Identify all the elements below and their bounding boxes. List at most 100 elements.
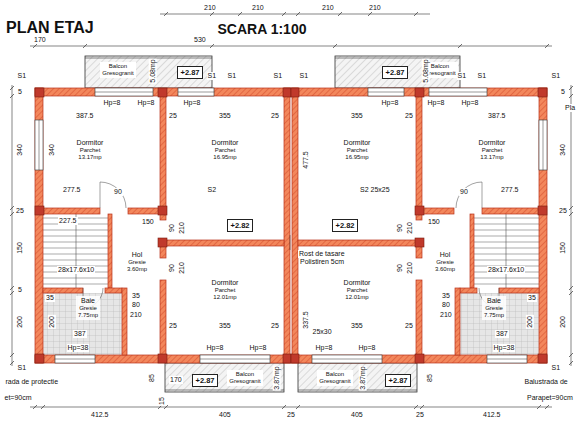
node-text: 13.17mp <box>479 154 506 161</box>
stair-tread <box>43 230 108 231</box>
wall <box>35 88 43 363</box>
dimension-label: 477.5 <box>302 150 310 170</box>
dimension-tick <box>569 291 573 295</box>
node-text: Parchet <box>212 287 239 294</box>
room-label: DormitorParchet16.95mp <box>210 138 241 162</box>
window-glass <box>487 359 527 360</box>
room-label: DormitorParchet13.17mp <box>477 138 508 162</box>
balcony-label: BalconGresogranit <box>317 370 352 386</box>
node-text: Baie <box>78 297 98 305</box>
dimension-label: S1 <box>551 364 562 372</box>
dimension-label: S1 <box>457 72 468 80</box>
node-text: 12.01mp <box>212 294 239 301</box>
dimension-label: 80 <box>131 301 141 309</box>
dimension-label: 5.08mp <box>421 58 429 83</box>
node-text: +2.87 <box>196 376 215 385</box>
dimension-tick <box>10 353 14 357</box>
stair-tread <box>43 242 108 243</box>
window <box>487 355 527 363</box>
dimension-label: 85 <box>426 373 434 383</box>
dimension-label: 340 <box>559 143 567 157</box>
dimension-tick <box>569 286 573 290</box>
dimension-tick <box>10 212 14 216</box>
scale-label: SCARA 1:100 <box>217 21 308 37</box>
dimension-label: Rost de tasare <box>298 250 346 258</box>
node-text: 12.01mp <box>344 294 371 301</box>
dimension-label: 200 <box>16 315 24 329</box>
wall <box>128 208 160 214</box>
dimension-label: 25 <box>15 207 25 215</box>
stair-tread <box>474 284 539 285</box>
dimension-tick <box>420 405 424 409</box>
dimension-tick <box>282 12 286 16</box>
stair-tread <box>43 236 108 237</box>
dimension-label: 35 <box>527 294 537 302</box>
dimension-tick <box>296 405 300 409</box>
dimension-tick <box>33 405 37 409</box>
dimension-label: Pla <box>564 104 576 112</box>
wall <box>105 288 122 293</box>
window <box>35 120 43 170</box>
dimension-label: 355 <box>350 322 364 330</box>
window-glass <box>312 359 382 360</box>
node-text: +2.82 <box>231 221 250 230</box>
column <box>158 354 167 363</box>
column <box>415 206 424 215</box>
bath-tiles <box>460 293 539 355</box>
dimension-tick <box>569 212 573 216</box>
dimension-label: 387 <box>495 330 509 338</box>
dimension-label: 80 <box>441 301 451 309</box>
window-glass <box>200 359 270 360</box>
dimension-label: 90 <box>113 188 123 196</box>
level-mark: +2.87 <box>192 374 219 387</box>
dimension-label: S1 <box>17 72 28 80</box>
wall <box>455 288 460 355</box>
dimension-tick <box>569 86 573 90</box>
dimension-label: 3.87mp <box>358 365 366 390</box>
dimension-label: 25 <box>168 322 178 330</box>
dimension-tick <box>10 286 14 290</box>
node-text: +2.82 <box>336 221 355 230</box>
dimension-label: 405 <box>218 411 232 419</box>
node-text: 13.17mp <box>77 154 104 161</box>
window-glass <box>39 120 40 170</box>
dimension-label: Balustrada de <box>524 378 569 386</box>
window-glass <box>368 92 404 93</box>
stair-tread <box>43 254 108 255</box>
dimension-tick <box>83 44 87 48</box>
window <box>200 355 270 363</box>
dimension-tick <box>10 86 14 90</box>
dimension-tick <box>333 44 337 48</box>
node-text: 3.60mp <box>127 266 147 273</box>
dimension-label: 277.5 <box>500 186 520 194</box>
node-text: Hol <box>127 251 147 259</box>
dimension-tick <box>545 405 549 409</box>
column <box>415 88 424 97</box>
node-text: Dormitor <box>479 139 506 147</box>
dimension-label: Parapet=90cm <box>526 394 574 402</box>
dimension-label: Hp=8 <box>461 99 480 107</box>
node-text: Gresie <box>484 305 504 312</box>
dimension-line <box>30 407 552 408</box>
dimension-label: 412.5 <box>482 411 502 419</box>
node-text: 16.95mp <box>212 154 239 161</box>
dimension-label: 3.87mp <box>272 365 280 390</box>
dimension-label: 90 <box>396 223 404 233</box>
dimension-line <box>12 85 13 366</box>
dimension-label: 90 <box>168 223 176 233</box>
window <box>539 120 547 170</box>
dimension-label: 530 <box>193 36 207 44</box>
dimension-label: Hp=8 <box>358 344 377 352</box>
node-text: Gresogranit <box>102 70 133 77</box>
dimension-label: S1 <box>273 72 284 80</box>
wall <box>284 88 290 363</box>
dimension-label: 150 <box>16 241 24 255</box>
room-label: DormitorParchet13.17mp <box>75 138 106 162</box>
leader-line <box>290 235 291 250</box>
dimension-label: 340 <box>16 143 24 157</box>
node-text: Gresogranit <box>319 378 350 385</box>
column <box>538 206 547 215</box>
room-label: DormitorParchet16.95mp <box>342 138 373 162</box>
dimension-label: Hp=8 <box>206 344 225 352</box>
dimension-label: S1 <box>227 72 238 80</box>
